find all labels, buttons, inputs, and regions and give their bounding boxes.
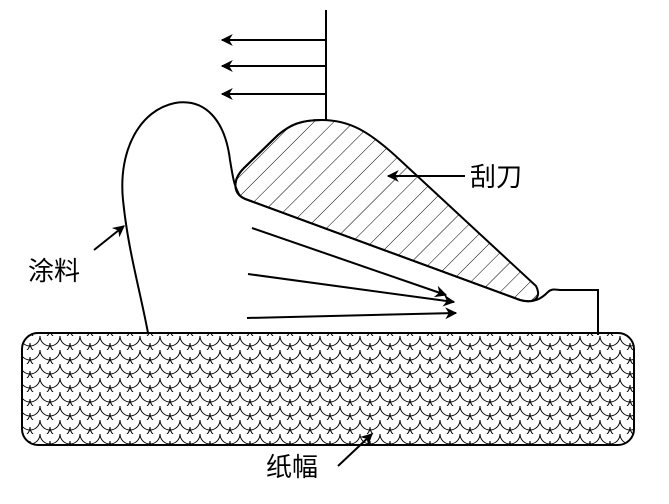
- coating-label: 涂料: [28, 257, 80, 287]
- coating-leader-arrow: [93, 225, 125, 251]
- paper-web-label: 纸幅: [266, 453, 318, 483]
- blade-body: [234, 118, 539, 303]
- coating-flow: [246, 227, 458, 320]
- paper-leader-arrow: [337, 433, 373, 467]
- coating-pool: [121, 101, 241, 334]
- flow-arrow: [246, 307, 458, 320]
- paper-web: [21, 332, 635, 446]
- flow-arrow: [247, 273, 456, 307]
- blade-label: 刮刀: [470, 163, 522, 193]
- flow-arrow: [251, 227, 448, 298]
- top-flow: [220, 10, 327, 120]
